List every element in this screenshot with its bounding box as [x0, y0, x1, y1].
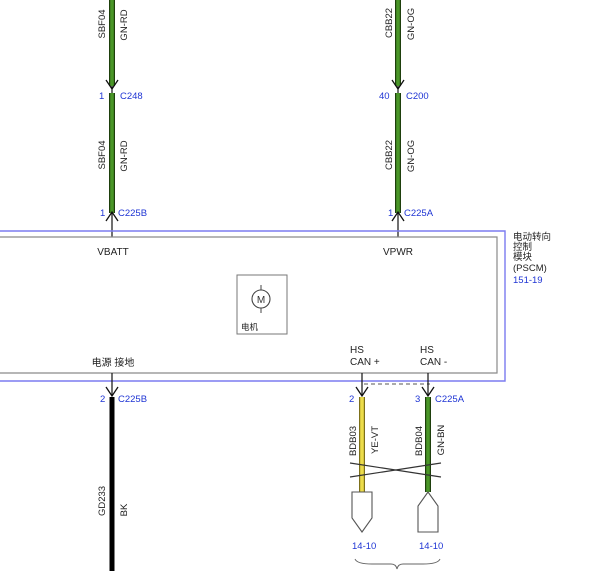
circuit-label-sbf04-upper: SBF04: [97, 9, 108, 38]
motor-icon: M 电机: [236, 274, 288, 335]
circuit-label-bdb04: BDB04: [414, 426, 425, 456]
page-ref-link-can-lo[interactable]: 14-10: [419, 541, 443, 552]
color-label-bk: BK: [119, 503, 130, 516]
vpwr-circuit: CBB22 GN-OG 40 C200 CBB22 GN-OG 1 C225A: [379, 0, 434, 237]
module-outer-border: [0, 230, 506, 382]
motor-icon-frame: [236, 274, 288, 335]
module-name-line1: 电动转向: [513, 231, 551, 243]
pin-arrow-icon: [105, 386, 119, 398]
group-brace: [354, 558, 441, 570]
circuit-label-sbf04-lower: SBF04: [97, 140, 108, 169]
motor-symbol: M: [257, 295, 265, 306]
twisted-pair-icon: [349, 462, 442, 478]
twist-line-b: [349, 462, 442, 478]
module-inner-border: [0, 236, 498, 374]
pin-name-hs-can-minus-line1: HS: [420, 345, 434, 356]
pin-number-c225b-ground: 2: [100, 394, 105, 405]
pin-name-hs-can-plus-line1: HS: [350, 345, 364, 356]
pin-name-vbatt: VBATT: [97, 247, 128, 258]
circuit-label-gd233: GD233: [97, 486, 108, 516]
pin-number-c225a-can-hi: 2: [349, 394, 354, 405]
pin-number-c200: 40: [379, 91, 390, 102]
pin-name-vpwr: VPWR: [383, 247, 413, 258]
connector-link-c248[interactable]: C248: [120, 91, 143, 102]
pin-arrow-icon: [355, 386, 369, 398]
pin-number-c225a-can-lo: 3: [415, 394, 420, 405]
circuit-label-cbb22-upper: CBB22: [384, 8, 395, 38]
vbatt-circuit: SBF04 GN-RD 1 C248 SBF04 GN-RD 1 C225B: [97, 0, 147, 237]
connector-link-c225a-can[interactable]: C225A: [435, 394, 465, 405]
hs-can-circuit: 2 BDB03 YE-VT 3 C225A BDB04 GN-BN 14-10 …: [348, 373, 465, 570]
connector-link-c225a-vpwr[interactable]: C225A: [404, 208, 434, 219]
circuit-label-cbb22-lower: CBB22: [384, 140, 395, 170]
pin-number-c248: 1: [99, 91, 104, 102]
pin-arrow-icon: [421, 386, 435, 398]
color-label-gn-og-upper: GN-OG: [406, 8, 417, 40]
pin-name-power-ground: 电源 接地: [92, 356, 135, 369]
motor-label: 电机: [241, 322, 259, 332]
color-label-gn-rd-upper: GN-RD: [119, 9, 130, 40]
pscm-module: VBATT VPWR M 电机 电源 接地 HS CAN + HS CAN -: [0, 230, 506, 382]
connector-link-c225b-vbatt[interactable]: C225B: [118, 208, 147, 219]
circuit-label-bdb03: BDB03: [348, 426, 359, 456]
pin-name-hs-can-plus-line2: CAN +: [350, 357, 380, 368]
module-title: 电动转向 控制 模块 (PSCM) 151-19: [513, 231, 551, 286]
ground-circuit: 2 C225B GD233 BK: [97, 373, 147, 571]
connector-link-c225b-ground[interactable]: C225B: [118, 394, 147, 405]
continuation-down-arrow-icon[interactable]: [351, 491, 373, 533]
module-name-line2: 控制: [513, 241, 532, 253]
connector-link-c200[interactable]: C200: [406, 91, 429, 102]
pin-name-hs-can-minus-line2: CAN -: [420, 357, 447, 368]
color-label-gn-og-lower: GN-OG: [406, 140, 417, 172]
color-label-gn-rd-lower: GN-RD: [119, 140, 130, 171]
module-name-line3: 模块: [513, 251, 533, 263]
pin-number-c225b-vbatt: 1: [100, 208, 105, 219]
color-label-ye-vt: YE-VT: [370, 426, 381, 454]
pin-number-c225a-vpwr: 1: [388, 208, 393, 219]
color-label-gn-bn: GN-BN: [436, 425, 447, 456]
page-ref-link-can-hi[interactable]: 14-10: [352, 541, 376, 552]
module-name-line4: (PSCM): [513, 263, 547, 274]
module-page-ref-link[interactable]: 151-19: [513, 275, 543, 286]
continuation-up-arrow-icon[interactable]: [417, 491, 439, 533]
